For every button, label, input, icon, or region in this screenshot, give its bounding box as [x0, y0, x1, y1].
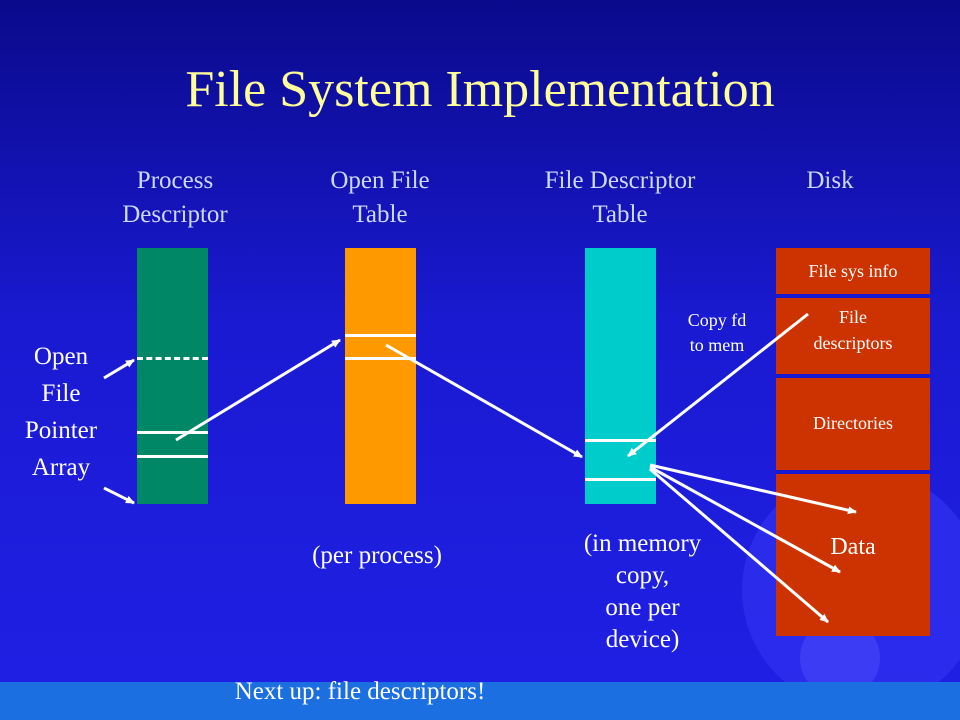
disk-file-sys-info-label: File sys info	[808, 261, 898, 281]
arrow-fd-to-data-1	[649, 463, 857, 515]
header-open-file-table-line2: Table	[352, 201, 408, 228]
header-process-descriptor-line1: Process	[136, 167, 214, 194]
arrow-fd-to-data-3	[649, 467, 829, 624]
open-file-table-bar	[345, 248, 416, 504]
open-file-table-entry-top	[345, 334, 416, 337]
header-process-descriptor: Process Descriptor	[90, 164, 260, 232]
process-descriptor-dashed-divider	[137, 357, 208, 360]
header-open-file-table: Open File Table	[300, 164, 460, 232]
disk-directories-label: Directories	[813, 413, 893, 433]
process-descriptor-bar	[137, 248, 208, 504]
arrow-open-file-to-fd-table	[385, 343, 583, 459]
header-disk-line1: Disk	[806, 167, 854, 194]
left-label-line3: Pointer	[24, 417, 98, 444]
process-descriptor-entry-top	[137, 431, 208, 434]
header-file-descriptor-table-line2: Table	[592, 201, 648, 228]
in-memory-note: (in memory copy, one per device)	[555, 528, 730, 656]
pointer-arrow-top	[103, 358, 135, 380]
header-disk: Disk	[790, 164, 870, 198]
file-descriptor-table-bar	[585, 248, 656, 504]
file-descriptor-table-entry-top	[585, 439, 656, 442]
disk-divider-1	[776, 294, 930, 298]
copy-fd-note: Copy fd to mem	[662, 308, 772, 358]
copy-fd-note-line1: Copy fd	[687, 310, 747, 330]
header-process-descriptor-line2: Descriptor	[122, 201, 228, 228]
copy-fd-note-line2: to mem	[689, 335, 745, 355]
disk-file-descriptors: File descriptors	[776, 296, 930, 376]
open-file-table-entry-bottom	[345, 357, 416, 360]
disk-file-descriptors-line1: File	[838, 307, 867, 327]
disk-data-label: Data	[830, 534, 876, 560]
disk-directories: Directories	[776, 376, 930, 472]
footer-note: Next up: file descriptors!	[234, 678, 486, 705]
disk-file-descriptors-line2: descriptors	[813, 333, 893, 353]
arrow-copy-fd-to-mem	[627, 312, 809, 458]
header-file-descriptor-table: File Descriptor Table	[510, 164, 730, 232]
arrow-fd-to-data-2	[649, 465, 841, 574]
per-process-note: (per process)	[312, 542, 442, 569]
disk-divider-2	[776, 374, 930, 378]
bottom-band	[0, 682, 960, 720]
in-memory-note-line4: device)	[605, 626, 680, 653]
in-memory-note-line3: one per	[605, 594, 680, 621]
in-memory-note-line1: (in memory	[583, 530, 702, 557]
left-label-line2: File	[41, 380, 81, 407]
pointer-arrow-bottom	[103, 486, 135, 505]
open-file-pointer-array-label: Open File Pointer Array	[0, 338, 122, 486]
in-memory-note-line2: copy,	[615, 562, 670, 589]
header-file-descriptor-table-line1: File Descriptor	[544, 167, 696, 194]
header-open-file-table-line1: Open File	[330, 167, 430, 194]
disk-divider-3	[776, 470, 930, 474]
arrow-process-to-open-file	[175, 338, 341, 442]
left-label-line1: Open	[33, 343, 89, 370]
slide-title: File System Implementation	[185, 61, 775, 118]
left-label-line4: Array	[31, 454, 91, 481]
process-descriptor-entry-bottom	[137, 455, 208, 458]
disk-file-sys-info: File sys info	[776, 248, 930, 296]
file-descriptor-table-entry-bottom	[585, 478, 656, 481]
